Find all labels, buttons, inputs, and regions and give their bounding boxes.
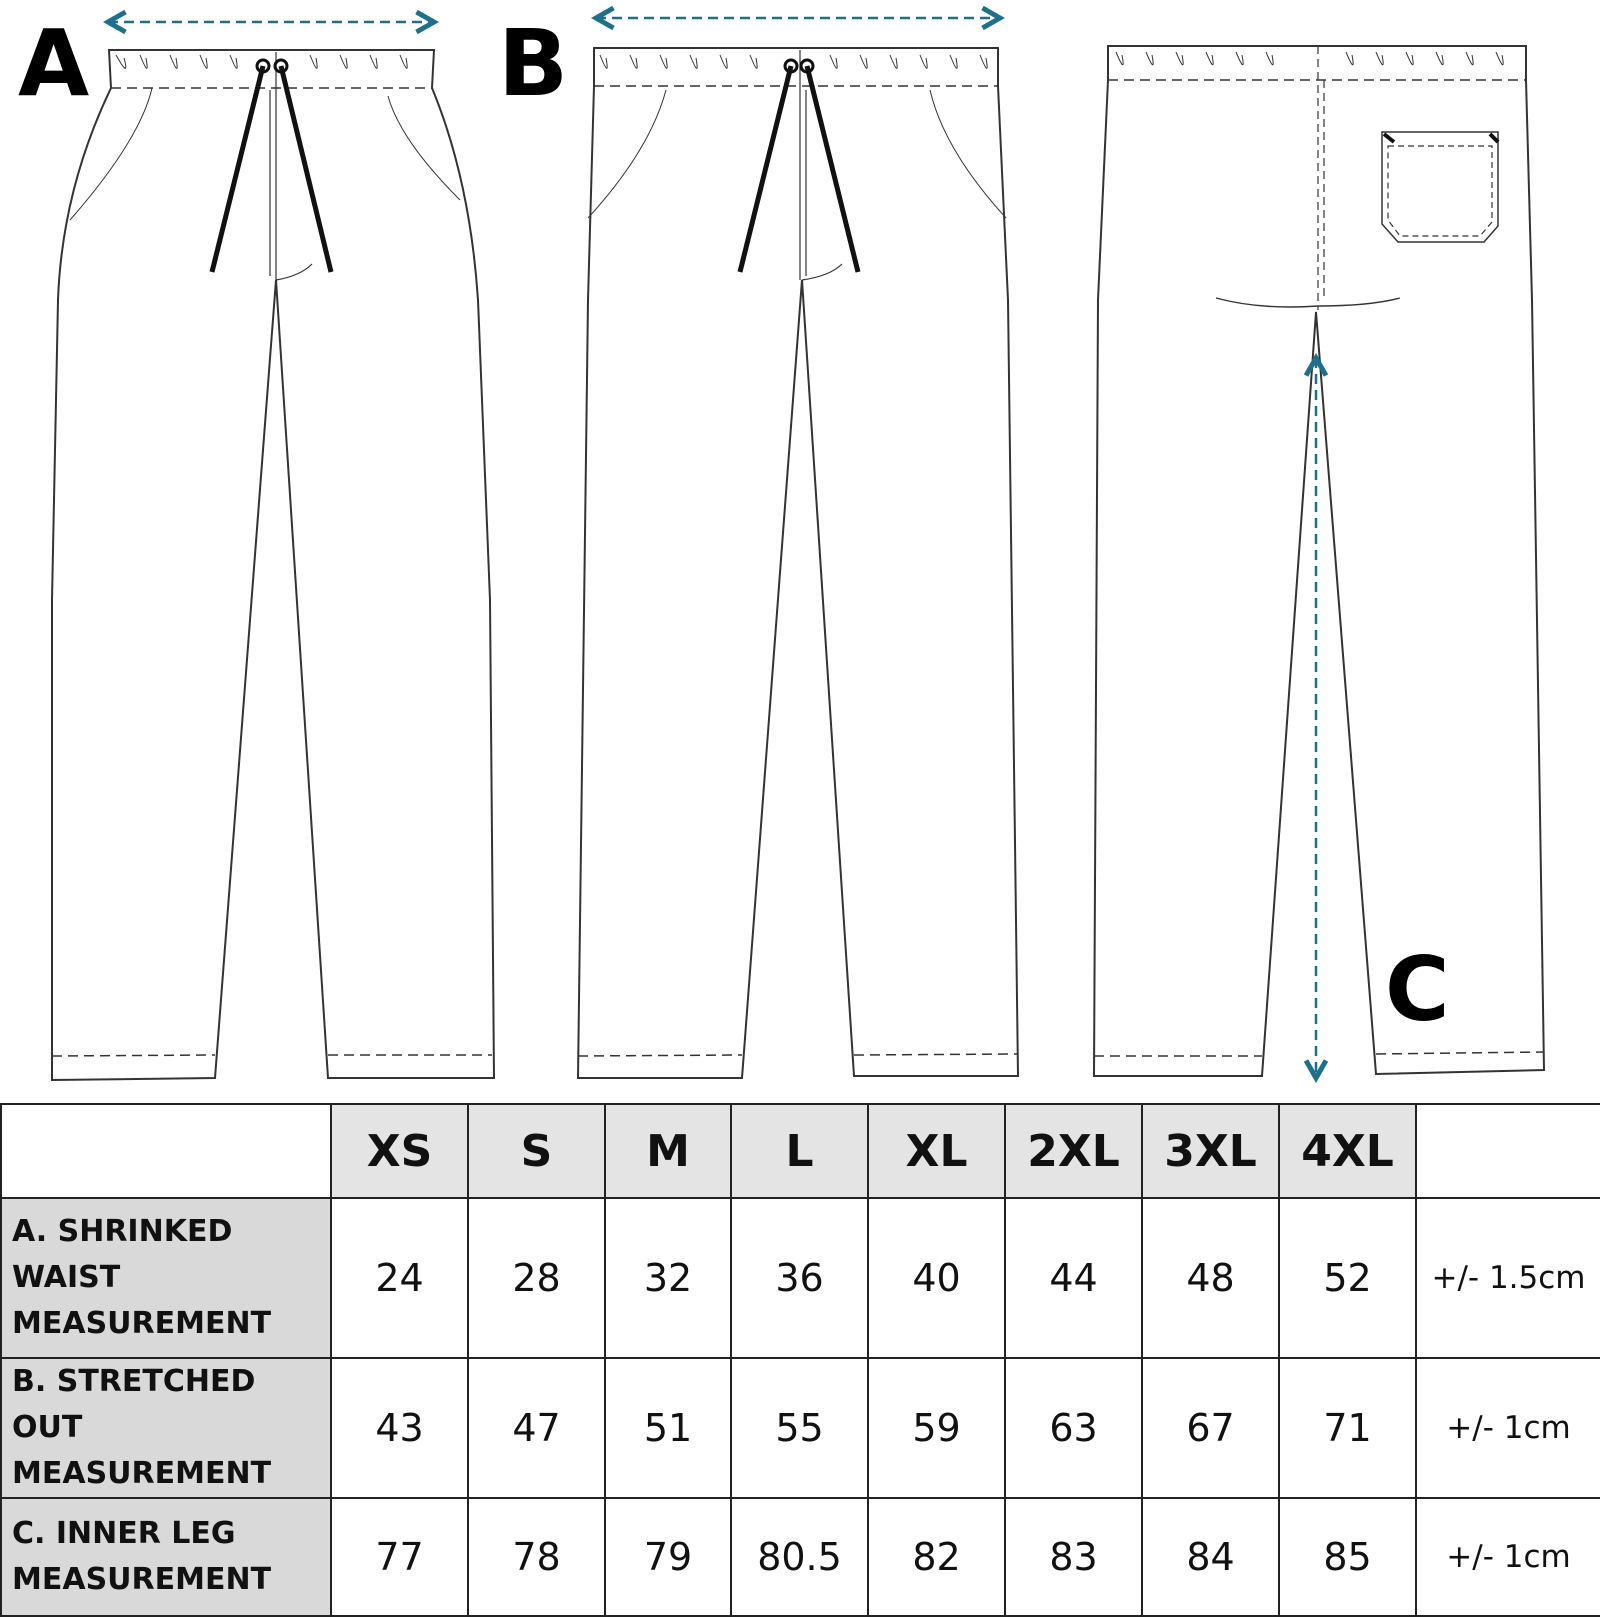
value-cell: 67: [1141, 1357, 1280, 1499]
row-label-line: MEASUREMENT: [12, 1456, 272, 1491]
value-cell: 71: [1278, 1357, 1417, 1499]
table-row: A. SHRINKED WAIST MEASUREMENT 24 28 32 3…: [0, 1197, 1600, 1359]
row-label-line: MEASUREMENT: [12, 1562, 272, 1597]
value-cell: 63: [1004, 1357, 1143, 1499]
value-cell: 59: [867, 1357, 1006, 1499]
size-header-cell: 2XL: [1004, 1103, 1143, 1199]
size-header-cell: 3XL: [1141, 1103, 1280, 1199]
row-label-waist: A. SHRINKED WAIST MEASUREMENT: [0, 1197, 332, 1359]
size-header-cell: M: [604, 1103, 732, 1199]
value-cell: 79: [604, 1497, 732, 1617]
value-cell: 44: [1004, 1197, 1143, 1359]
value-cell: 51: [604, 1357, 732, 1499]
value-cell: 55: [730, 1357, 869, 1499]
size-header-cell: XL: [867, 1103, 1006, 1199]
size-header-cell: 4XL: [1278, 1103, 1417, 1199]
value-cell: 36: [730, 1197, 869, 1359]
pants-illustrations: [51, 0, 1546, 1100]
value-cell: 77: [330, 1497, 469, 1617]
value-cell: 28: [467, 1197, 606, 1359]
drawstring-a: [209, 58, 334, 273]
tolerance-cell: +/- 1.5cm: [1415, 1197, 1600, 1359]
row-label-line: A. SHRINKED: [12, 1214, 233, 1249]
value-cell: 52: [1278, 1197, 1417, 1359]
header-tolerance-cell: [1415, 1103, 1600, 1199]
size-chart-table: XS S M L XL 2XL 3XL 4XL A. SHRINKED WAIS…: [0, 1103, 1600, 1617]
value-cell: 78: [467, 1497, 606, 1617]
value-cell: 40: [867, 1197, 1006, 1359]
drawstring-b: [737, 58, 861, 273]
table-row: C. INNER LEG MEASUREMENT 77 78 79 80.5 8…: [0, 1497, 1600, 1617]
tolerance-cell: +/- 1cm: [1415, 1497, 1600, 1617]
table-row: B. STRETCHED OUT MEASUREMENT 43 47 51 55…: [0, 1357, 1600, 1499]
label-c: C: [1385, 938, 1450, 1041]
pants-a-front-view: [51, 49, 496, 1082]
size-header-cell: L: [730, 1103, 869, 1199]
size-header-cell: XS: [330, 1103, 469, 1199]
row-label-line: C. INNER LEG: [12, 1516, 236, 1551]
value-cell: 48: [1141, 1197, 1280, 1359]
pants-b-front-view: [576, 47, 1020, 1079]
value-cell: 83: [1004, 1497, 1143, 1617]
row-label-line: WAIST: [12, 1260, 121, 1295]
label-b: B: [498, 10, 569, 117]
value-cell: 32: [604, 1197, 732, 1359]
row-label-line: MEASUREMENT: [12, 1306, 272, 1341]
size-header-cell: S: [467, 1103, 606, 1199]
size-header-row: XS S M L XL 2XL 3XL 4XL: [0, 1103, 1600, 1199]
row-label-inner-leg: C. INNER LEG MEASUREMENT: [0, 1497, 332, 1617]
value-cell: 80.5: [730, 1497, 869, 1617]
value-cell: 24: [330, 1197, 469, 1359]
value-cell: 85: [1278, 1497, 1417, 1617]
row-label-stretched: B. STRETCHED OUT MEASUREMENT: [0, 1357, 332, 1499]
pants-c-back-view: [1092, 45, 1546, 1077]
tolerance-cell: +/- 1cm: [1415, 1357, 1600, 1499]
value-cell: 43: [330, 1357, 469, 1499]
header-corner-cell: [0, 1103, 332, 1199]
value-cell: 84: [1141, 1497, 1280, 1617]
row-label-line: B. STRETCHED OUT: [12, 1364, 256, 1445]
value-cell: 82: [867, 1497, 1006, 1617]
value-cell: 47: [467, 1357, 606, 1499]
label-a: A: [18, 10, 90, 117]
garment-diagram: A B C: [18, 0, 1546, 1100]
